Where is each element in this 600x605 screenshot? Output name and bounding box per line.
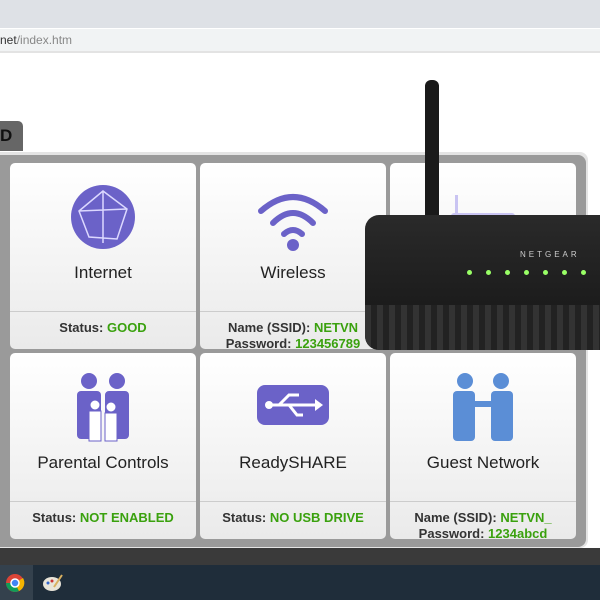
led	[467, 270, 472, 275]
chrome-taskbar-button[interactable]	[0, 565, 33, 600]
window-bottom-bar	[0, 548, 600, 565]
led	[562, 270, 567, 275]
tile-title: Parental Controls	[37, 453, 169, 472]
tile-parental-controls[interactable]: Parental Controls Status: NOT ENABLED	[10, 353, 196, 539]
tile-status: Status: NOT ENABLED	[10, 501, 196, 526]
tile-title: Guest Network	[426, 453, 540, 472]
family-icon	[77, 373, 129, 442]
paint-taskbar-button[interactable]	[37, 565, 70, 600]
led	[543, 270, 548, 275]
url-path: /index.htm	[16, 33, 73, 47]
tile-status: Name (SSID): NETVN_Password: 1234abcd	[390, 501, 576, 542]
router-photo: NETGEAR	[365, 215, 600, 350]
globe-icon	[71, 185, 135, 249]
router-brand: NETGEAR	[520, 250, 580, 259]
led	[581, 270, 586, 275]
url-host: net	[0, 33, 17, 47]
led	[486, 270, 491, 275]
tile-title: ReadySHARE	[239, 453, 347, 472]
tile-title: Wireless	[260, 263, 326, 282]
tile-status: Status: NO USB DRIVE	[200, 501, 386, 526]
tile-readyshare[interactable]: ReadySHARE Status: NO USB DRIVE	[200, 353, 386, 539]
basic-tab[interactable]: D	[0, 121, 23, 151]
led	[524, 270, 529, 275]
usb-icon	[257, 385, 329, 425]
browser-tabstrip	[0, 0, 600, 28]
wifi-icon	[258, 194, 328, 251]
router-vent	[365, 305, 600, 350]
tile-internet[interactable]: Internet Status: GOOD	[10, 163, 196, 349]
tile-status: Status: GOOD	[10, 311, 196, 336]
handshake-icon	[453, 373, 513, 441]
paint-palette-icon	[43, 574, 63, 591]
tile-guest-network[interactable]: Guest Network Name (SSID): NETVN_Passwor…	[390, 353, 576, 542]
tile-title: Internet	[74, 263, 132, 282]
taskbar	[0, 565, 600, 600]
address-bar[interactable]: net/index.htm	[0, 29, 600, 53]
led	[505, 270, 510, 275]
chrome-icon	[6, 574, 25, 592]
